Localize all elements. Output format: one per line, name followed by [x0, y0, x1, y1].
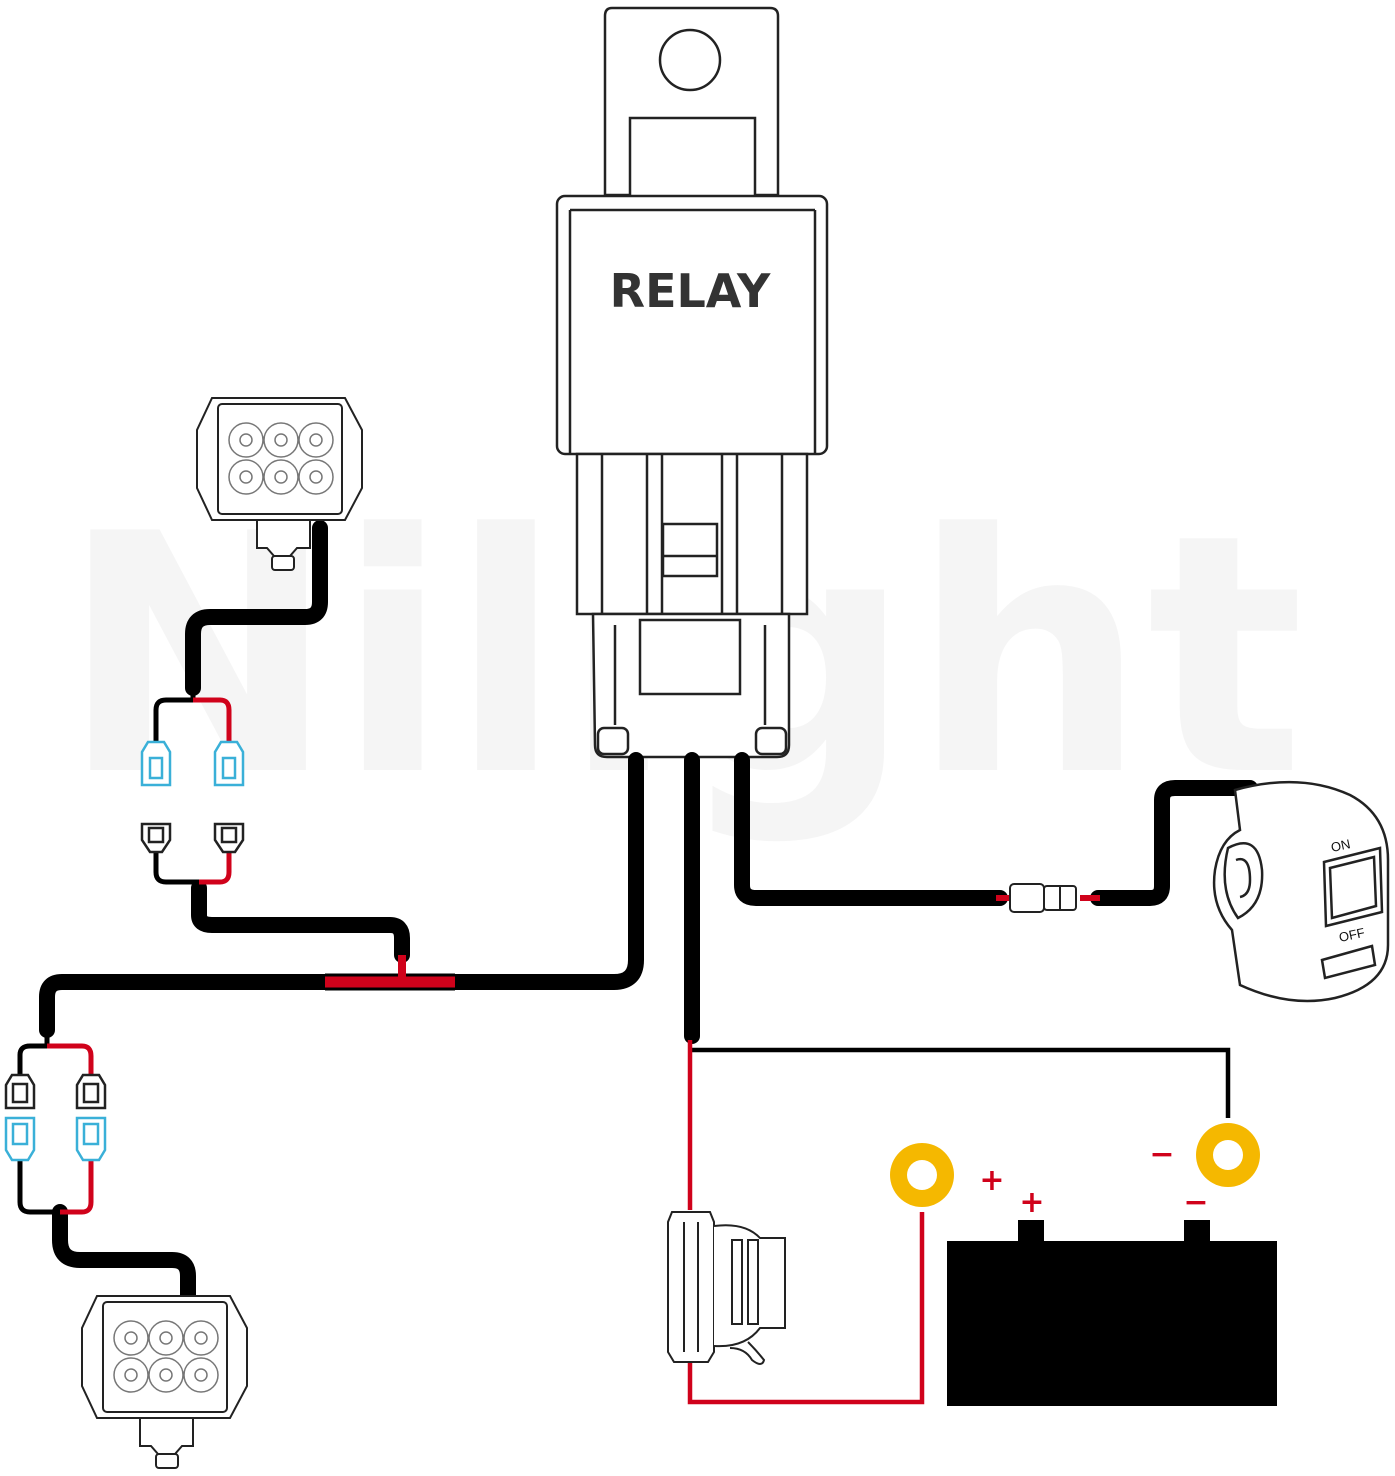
upper-connectors-black — [140, 822, 245, 854]
relay-body — [555, 194, 829, 456]
lower-connector-wires — [17, 1030, 94, 1215]
switch-wire-left — [734, 752, 1008, 906]
lower-connectors-black — [4, 1073, 107, 1110]
ring-positive-label: + — [979, 1163, 1004, 1198]
switch-inline-connector — [1009, 883, 1077, 913]
switch-off-label: OFF — [1338, 925, 1367, 945]
relay — [555, 6, 829, 759]
switch-body — [1212, 780, 1390, 1003]
ring-terminal-negative — [1196, 1123, 1260, 1187]
ring-negative-label: − — [1149, 1137, 1174, 1172]
ground-wire — [692, 1047, 1231, 1118]
battery-body — [947, 1241, 1277, 1406]
lower-light-cable — [52, 1204, 196, 1304]
battery — [947, 1220, 1277, 1406]
battery-positive-terminal — [1018, 1220, 1044, 1244]
switch-on-label: ON — [1330, 836, 1352, 855]
thin-wires — [687, 1040, 1231, 1405]
fuse-holder — [667, 1211, 786, 1365]
fuse-wire-bottom — [687, 1212, 925, 1405]
light-bar-lower — [81, 1295, 248, 1469]
branch-wire-upper — [191, 880, 410, 963]
battery-negative-label: − — [1183, 1185, 1208, 1220]
battery-negative-terminal — [1184, 1220, 1210, 1244]
relay-label: RELAY — [610, 264, 771, 318]
relay-mount-hole — [658, 28, 722, 92]
upper-light-cable — [185, 520, 328, 696]
ring-terminal-positive — [890, 1143, 954, 1207]
light-bar-upper — [196, 397, 363, 571]
switch-wire-right — [1090, 780, 1258, 906]
harness-wire-main — [447, 752, 644, 990]
harness-wire-left — [39, 974, 333, 1038]
battery-positive-label: + — [1019, 1185, 1044, 1220]
upper-connectors-blue — [140, 740, 245, 787]
relay-mounting-tab — [603, 6, 780, 197]
upper-connector-wires — [153, 690, 232, 885]
rocker-switch — [1212, 780, 1390, 1003]
wires-black — [39, 520, 1258, 1304]
lower-connectors-blue — [4, 1116, 107, 1162]
